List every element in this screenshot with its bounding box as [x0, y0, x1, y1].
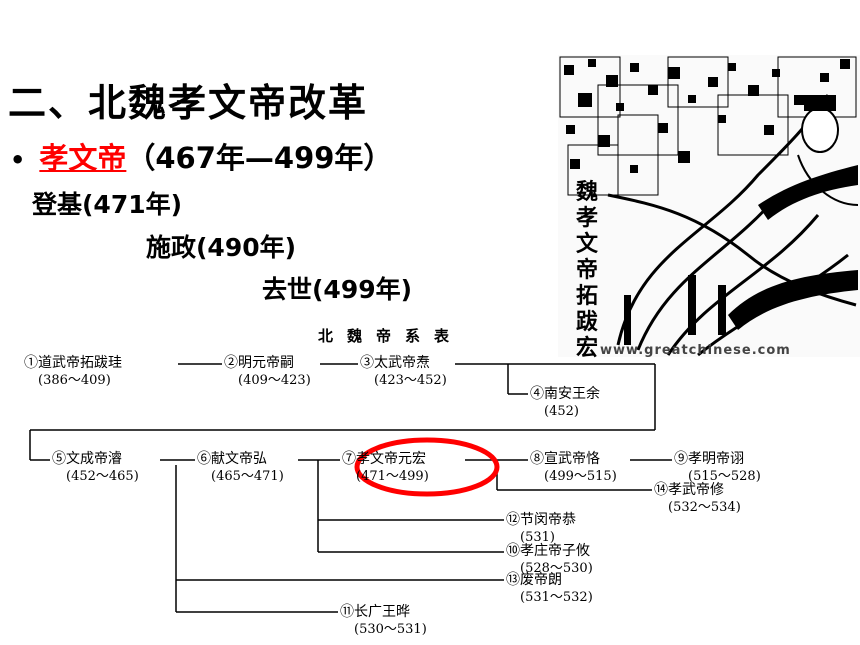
- tree-node: ⑧宣武帝恪(499～515): [530, 451, 617, 484]
- slide-title: 二、北魏孝文帝改革: [8, 81, 369, 125]
- tree-node: ⑩孝庄帝子攸(528～530): [506, 543, 593, 576]
- lifespan-text: （467年—499年）: [126, 141, 393, 175]
- tree-node: ③太武帝焘(423～452): [360, 355, 447, 388]
- tree-node: ⑬废帝朗(531～532): [506, 572, 593, 605]
- tree-node: ⑥献文帝弘(465～471): [197, 451, 284, 484]
- emperor-name-link[interactable]: 孝文帝: [39, 141, 127, 175]
- tree-node: ①道武帝拓跋珪(386～409): [24, 355, 122, 388]
- tree-node: ②明元帝嗣(409～423): [224, 355, 311, 388]
- bullet-line: • 孝文帝（467年—499年）: [10, 135, 392, 177]
- tree-node: ⑨孝明帝诩(515～528): [674, 451, 761, 484]
- event-governance: 施政(490年): [146, 233, 297, 262]
- tree-node: ⑭孝武帝修(532～534): [654, 482, 741, 515]
- tree-node: ⑫节闵帝恭(531): [506, 512, 576, 545]
- tree-node: ⑪长广王晔(530～531): [340, 604, 427, 637]
- portrait-illustration: [558, 55, 860, 357]
- highlight-ellipse: [354, 437, 500, 497]
- tree-title: 北魏帝系表: [318, 327, 464, 345]
- portrait-caption: 魏孝文帝拓跋宏: [575, 180, 598, 361]
- event-death: 去世(499年): [262, 275, 413, 304]
- emperor-portrait-image: [558, 55, 860, 357]
- tree-node: ⑤文成帝濬(452～465): [52, 451, 139, 484]
- bullet-marker: •: [10, 146, 26, 174]
- watermark-url: www.greatchinese.com: [600, 343, 791, 358]
- tree-node: ④南安王余(452): [530, 386, 600, 419]
- tree-node-highlighted: ⑦孝文帝元宏(471～499): [342, 451, 429, 484]
- event-accession: 登基(471年): [32, 190, 183, 219]
